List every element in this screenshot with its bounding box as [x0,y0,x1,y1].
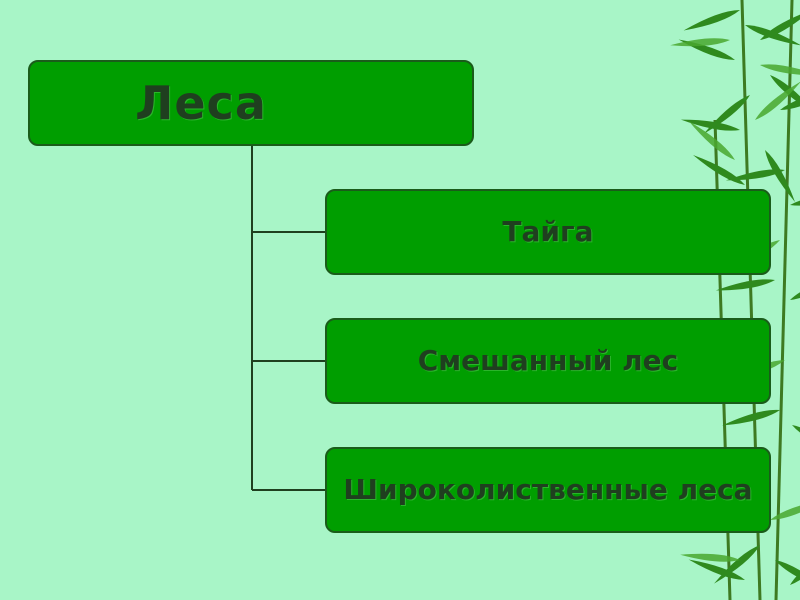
child-node-label: Широколиственные леса [343,472,753,506]
child-node-mixed-forest: Смешанный лес [325,318,771,404]
root-node: Леса [28,60,474,146]
child-node-label: Смешанный лес [417,343,679,377]
child-node-taiga: Тайга [325,189,771,275]
child-node-label: Тайга [502,214,594,248]
child-node-broadleaf-forests: Широколиственные леса [325,447,771,533]
root-node-label: Леса [135,76,267,130]
